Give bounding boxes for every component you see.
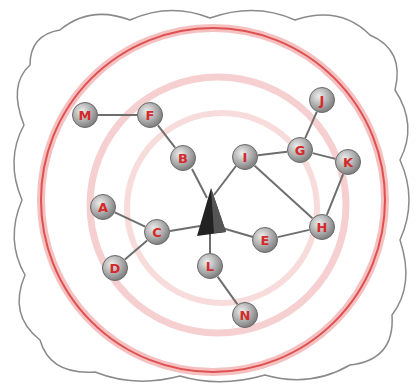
station-node: C	[144, 219, 170, 245]
link-line	[158, 125, 175, 147]
station-node: J	[309, 87, 335, 113]
station-node: L	[197, 253, 223, 279]
leader-line	[209, 234, 211, 253]
cloud-outline	[14, 10, 409, 381]
link-line	[218, 277, 238, 305]
node-letter: J	[320, 94, 325, 107]
leader-line	[214, 166, 236, 195]
node-letter: L	[206, 260, 214, 273]
link-line	[125, 240, 147, 259]
node-letter: D	[110, 262, 121, 275]
link-line	[98, 115, 137, 116]
station-node: A	[90, 194, 116, 220]
station-node: M	[72, 102, 98, 128]
station-node: E	[252, 227, 278, 253]
station-node: H	[309, 214, 335, 240]
station-node: N	[232, 302, 258, 328]
node-letter: G	[295, 144, 306, 157]
node-letter: N	[240, 309, 251, 322]
leader-line	[222, 228, 253, 237]
link-line	[115, 212, 145, 226]
station-node: B	[170, 145, 196, 171]
station-node: D	[102, 255, 128, 281]
signal-ring	[41, 28, 385, 372]
signal-ring	[127, 113, 317, 303]
node-letter: A	[98, 201, 108, 214]
station-node: G	[287, 137, 313, 163]
node-letter: H	[317, 221, 328, 234]
link-line	[258, 152, 287, 156]
link-line	[327, 174, 343, 215]
node-letter: F	[146, 109, 155, 122]
link-line	[278, 230, 310, 237]
node-letter: K	[343, 156, 353, 169]
leader-line	[170, 226, 200, 231]
node-letter: M	[79, 109, 92, 122]
link-line	[313, 153, 336, 159]
station-node: I	[232, 144, 258, 170]
station-node: K	[335, 149, 361, 175]
signal-ring	[41, 28, 385, 372]
node-letter: I	[243, 151, 248, 164]
leader-line	[192, 169, 207, 198]
node-letter: B	[178, 152, 188, 165]
link-line	[255, 166, 313, 219]
node-letter: C	[152, 226, 162, 239]
signal-ring	[90, 77, 346, 333]
node-letter: E	[261, 234, 270, 247]
link-line	[305, 112, 317, 138]
station-node: F	[137, 102, 163, 128]
triangle-shade	[211, 188, 226, 233]
access-point-triangle	[197, 188, 226, 236]
